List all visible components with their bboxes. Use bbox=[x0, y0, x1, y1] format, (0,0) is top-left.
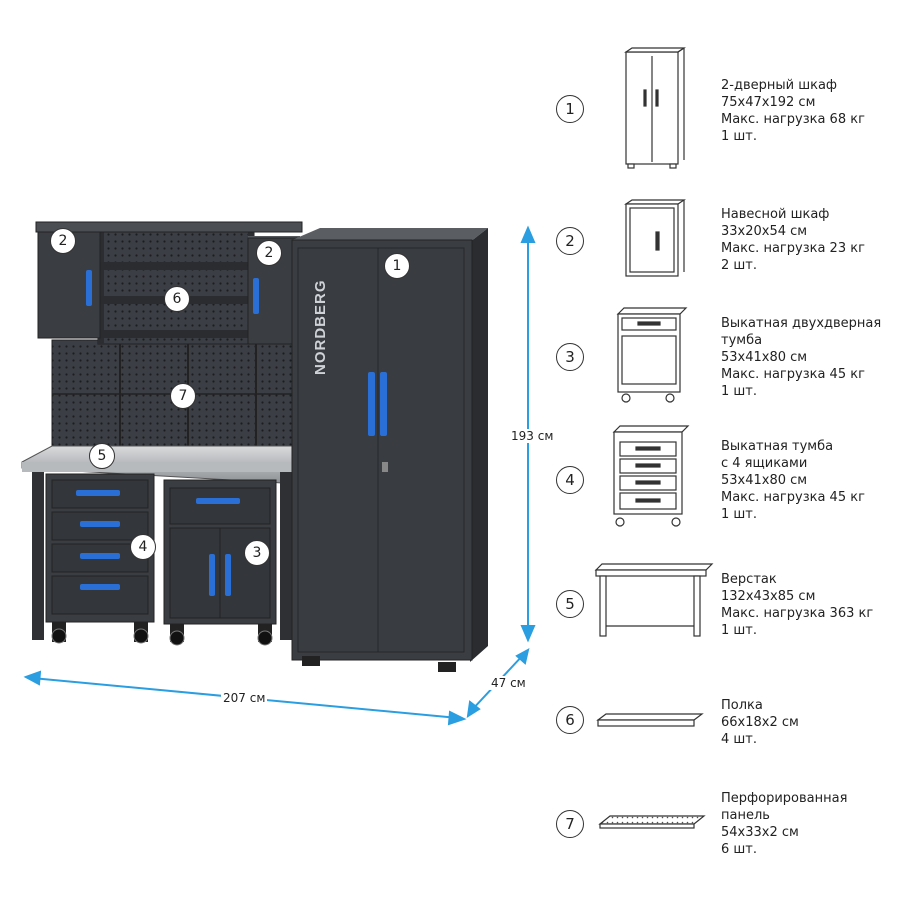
badge-2-right: 2 bbox=[256, 240, 282, 266]
legend-description-2: Навесной шкаф 33x20x54 см Макс. нагрузка 2… bbox=[721, 206, 865, 274]
legend-line: Навесной шкаф bbox=[721, 207, 830, 222]
legend-line: 2-дверный шкаф bbox=[721, 78, 838, 93]
height-label: 193 см bbox=[509, 429, 556, 443]
badge-5: 5 bbox=[89, 443, 115, 469]
workbench bbox=[21, 445, 303, 640]
legend-number-7: 7 bbox=[556, 810, 584, 838]
legend-description-4: Выкатная тумба с 4 ящиками 53x41x80 см Макс… bbox=[721, 438, 865, 523]
legend-line: 2 шт. bbox=[721, 258, 758, 273]
legend-line: 54x33x2 см bbox=[721, 825, 799, 840]
brand-logo: NORDBERG bbox=[312, 279, 329, 375]
legend-line: 66x18x2 см bbox=[721, 715, 799, 730]
legend-line: Макс. нагрузка 45 кг bbox=[721, 490, 865, 505]
legend-line: панель bbox=[721, 808, 770, 823]
legend-line: 1 шт. bbox=[721, 507, 758, 522]
legend-description-6: Полка 66x18x2 см 4 шт. bbox=[721, 697, 799, 748]
badge-6: 6 bbox=[164, 286, 190, 312]
legend-line: 132x43x85 см bbox=[721, 589, 816, 604]
depth-label: 47 см bbox=[489, 676, 528, 690]
legend-line: Макс. нагрузка 68 кг bbox=[721, 112, 865, 127]
legend-line: Верстак bbox=[721, 572, 777, 587]
legend-line: 1 шт. bbox=[721, 129, 758, 144]
legend-line: Макс. нагрузка 363 кг bbox=[721, 606, 874, 621]
legend-line: 53x41x80 см bbox=[721, 473, 808, 488]
legend-line: 1 шт. bbox=[721, 384, 758, 399]
badge-1: 1 bbox=[384, 253, 410, 279]
legend-line: с 4 ящиками bbox=[721, 456, 808, 471]
legend-number-1: 1 bbox=[556, 95, 584, 123]
legend-line: Выкатная двухдверная bbox=[721, 316, 882, 331]
legend-description-7: Перфорированная панель 54x33x2 см 6 шт. bbox=[721, 790, 847, 858]
drawer-cabinet bbox=[45, 473, 155, 644]
legend-line: 53x41x80 см bbox=[721, 350, 808, 365]
legend-line: Макс. нагрузка 45 кг bbox=[721, 367, 865, 382]
legend-number-6: 6 bbox=[556, 706, 584, 734]
legend-line: 1 шт. bbox=[721, 623, 758, 638]
badge-3: 3 bbox=[244, 540, 270, 566]
legend-line: тумба bbox=[721, 333, 763, 348]
legend-number-5: 5 bbox=[556, 590, 584, 618]
legend-line: Полка bbox=[721, 698, 763, 713]
legend-description-1: 2-дверный шкаф 75x47x192 см Макс. нагрузка… bbox=[721, 77, 865, 145]
legend-number-2: 2 bbox=[556, 227, 584, 255]
top-rail bbox=[35, 221, 303, 233]
badge-7: 7 bbox=[170, 383, 196, 409]
legend-description-3: Выкатная двухдверная тумба 53x41x80 см Макс… bbox=[721, 315, 881, 400]
legend-line: Выкатная тумба bbox=[721, 439, 834, 454]
legend-number-4: 4 bbox=[556, 466, 584, 494]
legend-number-3: 3 bbox=[556, 343, 584, 371]
legend-line: 75x47x192 см bbox=[721, 95, 816, 110]
badge-2-left: 2 bbox=[50, 228, 76, 254]
tall-cabinet: NORDBERG bbox=[291, 228, 488, 672]
legend-line: 6 шт. bbox=[721, 842, 758, 857]
legend-line: 4 шт. bbox=[721, 732, 758, 747]
badge-4: 4 bbox=[130, 534, 156, 560]
legend-description-5: Верстак 132x43x85 см Макс. нагрузка 363 кг… bbox=[721, 571, 873, 639]
legend-line: 33x20x54 см bbox=[721, 224, 808, 239]
legend-line: Перфорированная bbox=[721, 791, 848, 806]
legend-line: Макс. нагрузка 23 кг bbox=[721, 241, 865, 256]
width-label: 207 см bbox=[221, 691, 268, 705]
